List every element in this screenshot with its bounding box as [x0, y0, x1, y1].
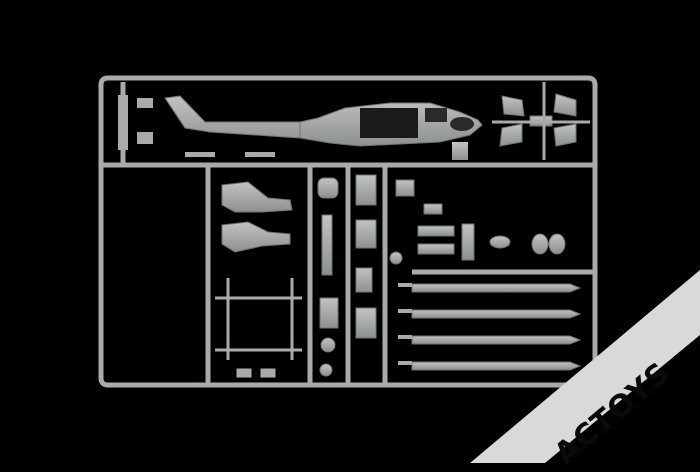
rotor-blade-gates: [398, 283, 412, 365]
rotor-blades: [411, 283, 582, 371]
watermark-band: [470, 270, 700, 463]
tail-fin-parts: [492, 82, 590, 160]
small-parts-top-left: [118, 95, 275, 157]
fuselage-part: [164, 95, 483, 160]
right-small-parts: [389, 179, 566, 265]
landing-skid-frame: [215, 278, 302, 378]
seat-parts: [221, 181, 293, 253]
middle-small-parts: [317, 174, 377, 377]
